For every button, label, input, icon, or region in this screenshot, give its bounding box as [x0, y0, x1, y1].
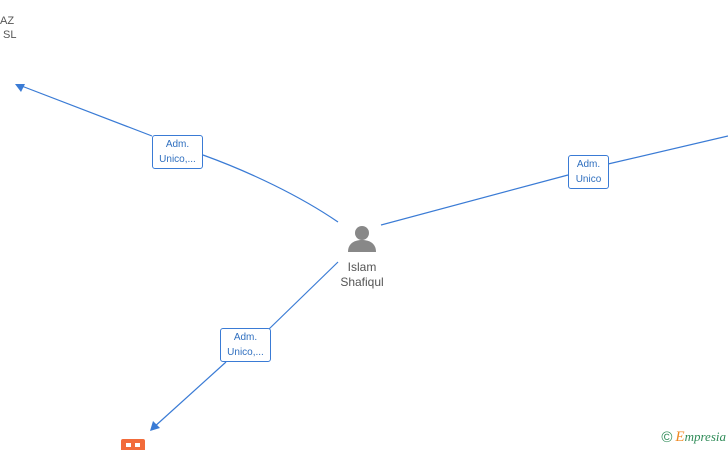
building-icon[interactable]: [121, 439, 145, 450]
edge-label-right-line2: Unico: [575, 174, 602, 185]
top-left-company-label[interactable]: AZ SL: [0, 14, 20, 42]
edge-to-right-segment: [607, 135, 728, 165]
empresia-logo: Empresia: [675, 429, 726, 446]
copyright-icon: ©: [661, 429, 673, 446]
edge-label-right-line1: Adm.: [576, 159, 601, 170]
edge-label-top-left[interactable]: Adm. Unico,...: [152, 135, 203, 169]
center-person-name-line1: Islam: [347, 260, 377, 274]
empresia-logo-rest: mpresia: [684, 429, 726, 444]
top-left-company-line2: SL: [3, 29, 17, 41]
edge-to-bottom-left: [267, 261, 339, 331]
edge-label-top-left-line1: Adm.: [165, 139, 190, 150]
edge-label-bottom-left-line2: Unico,...: [227, 347, 264, 358]
arrowhead-bottom-left: [150, 421, 160, 431]
edge-label-top-left-line2: Unico,...: [159, 154, 196, 165]
edge-to-bottom-left-segment: [152, 361, 227, 429]
edge-label-bottom-left[interactable]: Adm. Unico,...: [220, 328, 271, 362]
top-left-company-line1: AZ: [0, 15, 15, 27]
edge-to-top-left-segment: [18, 84, 153, 137]
center-person-name[interactable]: Islam Shafiqul: [322, 260, 402, 290]
edge-to-top-left: [202, 154, 339, 223]
empresia-logo-first-letter: E: [675, 429, 685, 445]
empresia-brand: © Empresia: [661, 429, 726, 446]
person-icon[interactable]: [348, 226, 376, 252]
center-person-name-line2: Shafiqul: [340, 275, 384, 289]
arrowhead-top-left: [15, 84, 25, 92]
edge-label-bottom-left-line1: Adm.: [233, 332, 258, 343]
edge-to-right: [380, 174, 569, 226]
edge-label-right[interactable]: Adm. Unico: [568, 155, 609, 189]
